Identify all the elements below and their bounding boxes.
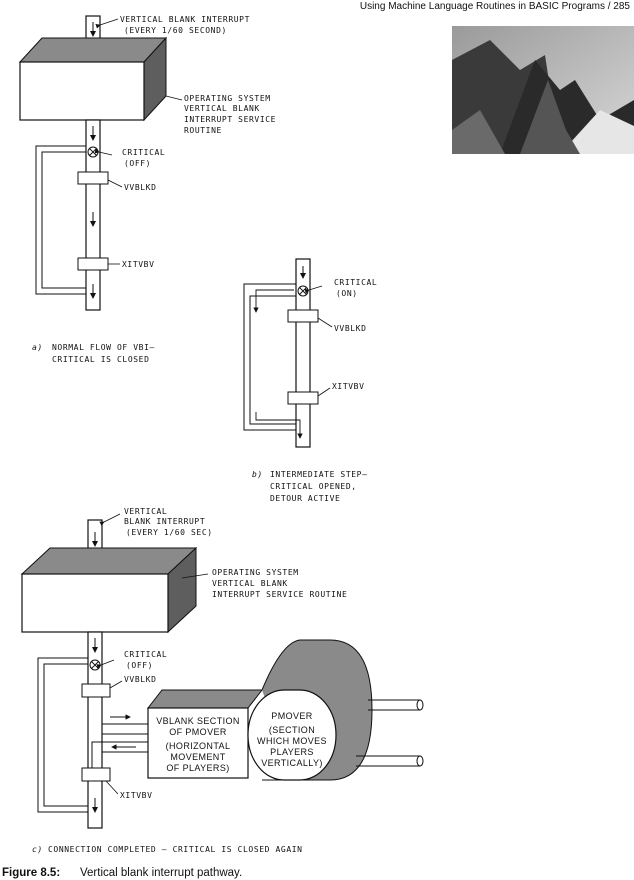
os-label-a-3: INTERRUPT SERVICE xyxy=(184,115,276,124)
vvblkd-label-a: VVBLKD xyxy=(124,183,157,192)
figure-title: Vertical blank interrupt pathway. xyxy=(80,867,242,879)
os-label-a-2: VERTICAL BLANK xyxy=(184,104,260,113)
vbi-label-c-3: (EVERY 1/60 SEC) xyxy=(126,528,213,537)
vvblkd-label-b: VVBLKD xyxy=(334,324,367,333)
pmover-label-3: WHICH MOVES xyxy=(257,736,327,746)
vblank-section-box xyxy=(147,707,249,779)
diagram-c: VERTICAL BLANK INTERRUPT (EVERY 1/60 SEC… xyxy=(20,507,424,854)
vblank-label-2: OF PMOVER xyxy=(169,727,227,737)
xitvbv-label-b: XITVBV xyxy=(332,382,365,391)
figure-number: Figure 8.5: xyxy=(2,867,60,879)
os-label-a-4: ROUTINE xyxy=(184,126,222,135)
caption-a-1: NORMAL FLOW OF VBI— xyxy=(52,343,155,352)
caption-b-2: CRITICAL OPENED, xyxy=(270,482,357,491)
pmover-label-5: VERTICALLY) xyxy=(261,758,323,768)
vblank-label-3: (HORIZONTAL xyxy=(166,741,231,751)
vvblkd-collar-b xyxy=(287,309,319,323)
os-label-c-1: OPERATING SYSTEM xyxy=(212,568,299,577)
os-box-c xyxy=(21,573,169,633)
caption-a-2: CRITICAL IS CLOSED xyxy=(52,355,150,364)
diagram-a: VERTICAL BLANK INTERRUPT (EVERY 1/60 SEC… xyxy=(18,15,276,364)
vblank-label-1: VBLANK SECTION xyxy=(156,716,240,726)
caption-b-1: INTERMEDIATE STEP— xyxy=(270,470,368,479)
vbi-label-a-2: (EVERY 1/60 SECOND) xyxy=(124,26,227,35)
critical-label-c-2: (OFF) xyxy=(126,661,153,670)
mountain-photo xyxy=(452,26,634,154)
vbi-label-c-2: BLANK INTERRUPT xyxy=(124,517,205,526)
caption-c: CONNECTION COMPLETED — CRITICAL IS CLOSE… xyxy=(48,845,303,854)
caption-letter-b: b) xyxy=(252,470,263,479)
xitvbv-label-c: XITVBV xyxy=(120,791,153,800)
vvblkd-collar-a xyxy=(77,171,109,185)
vvblkd-collar-c xyxy=(81,683,111,698)
pmover-label-4: PLAYERS xyxy=(270,747,314,757)
os-label-a-1: OPERATING SYSTEM xyxy=(184,94,271,103)
caption-letter-a: a) xyxy=(32,343,43,352)
critical-label-b-2: (ON) xyxy=(336,289,358,298)
xitvbv-collar-b xyxy=(287,391,319,405)
vblank-label-5: OF PLAYERS) xyxy=(166,763,229,773)
critical-label-a-1: CRITICAL xyxy=(122,148,165,157)
os-box-a xyxy=(19,61,145,121)
xitvbv-label-a: XITVBV xyxy=(122,260,155,269)
critical-label-c-1: CRITICAL xyxy=(124,650,167,659)
vvblkd-label-c: VVBLKD xyxy=(124,675,157,684)
page-header: Using Machine Language Routines in BASIC… xyxy=(360,1,631,12)
os-label-c-2: VERTICAL BLANK xyxy=(212,579,288,588)
caption-b-3: DETOUR ACTIVE xyxy=(270,494,340,503)
xitvbv-collar-c xyxy=(81,767,111,782)
os-label-c-3: INTERRUPT SERVICE ROUTINE xyxy=(212,590,347,599)
diagram-b: CRITICAL (ON) VVBLKD XITVBV b) INTERMEDI… xyxy=(243,258,377,503)
xitvbv-collar-a xyxy=(77,257,109,271)
critical-label-b-1: CRITICAL xyxy=(334,278,377,287)
vbi-label-a-1: VERTICAL BLANK INTERRUPT xyxy=(120,15,250,24)
pmover-label-2: (SECTION xyxy=(269,725,315,735)
vbi-label-c-1: VERTICAL xyxy=(124,507,167,516)
critical-label-a-2: (OFF) xyxy=(124,159,151,168)
pmover-label-1: PMOVER xyxy=(271,711,313,721)
caption-letter-c: c) xyxy=(32,845,43,854)
vblank-label-4: MOVEMENT xyxy=(170,752,225,762)
pmover-cylinder xyxy=(247,689,337,781)
